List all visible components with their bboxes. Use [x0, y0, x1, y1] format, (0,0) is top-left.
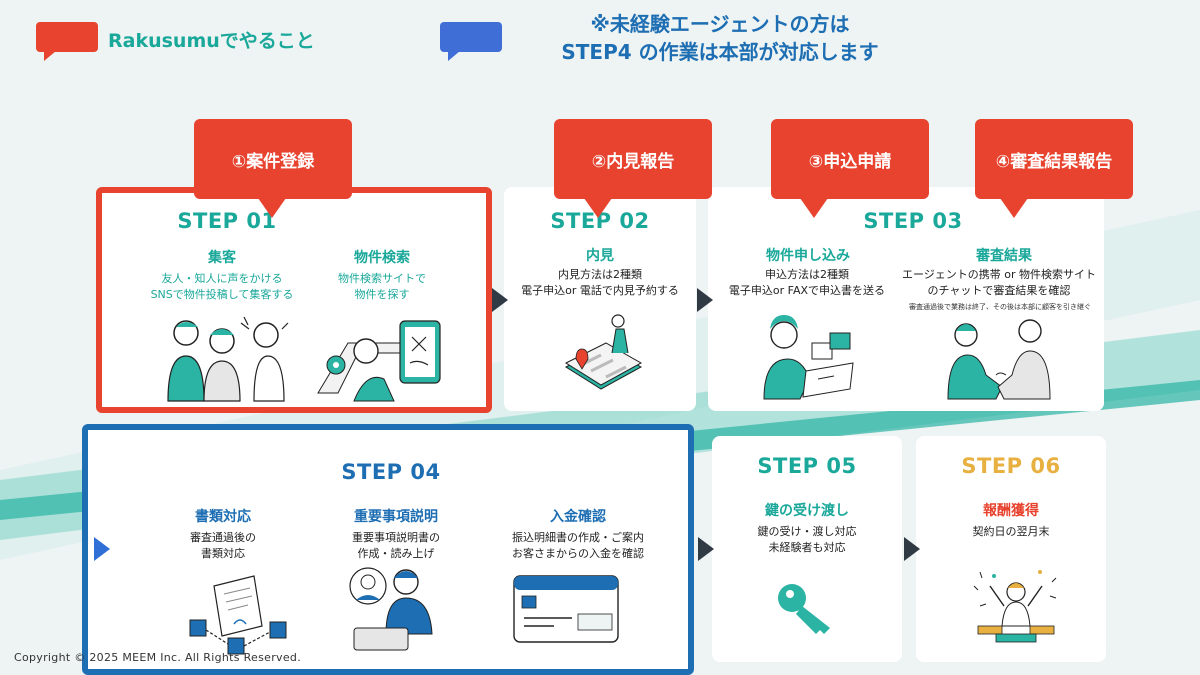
step-04-item-3-title: 入金確認 [550, 509, 606, 525]
step-03-item-1-desc-line-2: 電子申込or FAXで申込書を送る [728, 284, 886, 297]
step-04-item-2-title: 重要事項説明 [354, 509, 438, 525]
step-04-title: STEP 04 [341, 460, 441, 484]
step-03-card: STEP 03 物件申し込み 申込方法は2種類 電子申込or FAXで申込書を送… [708, 187, 1104, 411]
callout-case-registration-tail [258, 198, 286, 218]
step-02-desc: 内見方法は2種類 電子申込or 電話で内見予約する [508, 267, 692, 299]
copyright-text: Copyright © 2025 MEEM Inc. All Rights Re… [14, 651, 301, 664]
callout-screening-result-report: ④審査結果報告 [975, 119, 1133, 199]
step-02-card: STEP 02 内見 内見方法は2種類 電子申込or 電話で内見予約する [504, 187, 696, 411]
step-05-desc: 鍵の受け・渡し対応 未経験者も対応 [722, 524, 892, 556]
step-03-item-2-desc-line-1: エージェントの携帯 or 物件検索サイト [901, 268, 1097, 281]
documents-illustration [189, 575, 287, 655]
callout-application-request: ③申込申請 [771, 119, 929, 199]
step-04-card: STEP 04 書類対応 審査通過後の 書類対応 重要事項説明 重要事項説明書の… [82, 424, 694, 675]
arrow-step-05-to-06 [904, 537, 920, 561]
step-05-item-title: 鍵の受け渡し [765, 503, 849, 519]
step-06-title: STEP 06 [961, 454, 1061, 478]
step-02-item-title: 内見 [586, 248, 614, 264]
step-03-item-2-title: 審査結果 [976, 248, 1032, 264]
property-search-illustration [317, 320, 441, 402]
step-01-item-2-desc: 物件検索サイトで 物件を探す [312, 271, 452, 303]
note-line-1: ※未経験エージェントの方は [590, 12, 850, 36]
step-03-item-1-desc-line-1: 申込方法は2種類 [765, 268, 849, 281]
step-01-item-1-desc-line-2: SNSで物件投稿して集客する [150, 288, 294, 301]
step-04-item-1-desc: 審査通過後の 書類対応 [158, 530, 288, 562]
step-05-title: STEP 05 [757, 454, 857, 478]
key-icon [778, 584, 830, 634]
arrow-into-step-04 [94, 537, 110, 561]
callout-viewing-report: ②内見報告 [554, 119, 712, 199]
step-01-item-1-desc: 友人・知人に声をかける SNSで物件投稿して集客する [122, 271, 322, 303]
step-02-desc-line-1: 内見方法は2種類 [558, 268, 642, 281]
step-03-item-1-title: 物件申し込み [766, 248, 850, 264]
step-04-item-3-desc-line-1: 振込明細書の作成・ご案内 [512, 531, 644, 544]
step-06-desc: 契約日の翌月末 [972, 525, 1050, 538]
arrow-step-01-to-02 [492, 288, 508, 312]
step-03-item-2-desc-line-2: のチャットで審査結果を確認 [927, 284, 1071, 297]
step-04-item-3-desc-line-2: お客さまからの入金を確認 [512, 547, 644, 560]
step-06-card: STEP 06 報酬獲得 契約日の翌月末 [916, 436, 1106, 662]
step-02-desc-line-2: 電子申込or 電話で内見予約する [521, 284, 679, 297]
rakusumu-legend-bubble [36, 22, 98, 61]
agent-legend-bubble [440, 22, 502, 61]
step-03-title: STEP 03 [863, 209, 963, 233]
callout-screening-result-report-tail [1000, 198, 1028, 218]
callout-application-request-tail [800, 198, 828, 218]
step-04-item-3-desc: 振込明細書の作成・ご案内 お客さまからの入金を確認 [483, 530, 673, 562]
step-03-item-2-note: 審査通過後で業務は終了、その後は本部に顧客を引き継ぐ [909, 303, 1091, 311]
step-04-item-1-title: 書類対応 [195, 509, 251, 525]
step-05-card: STEP 05 鍵の受け渡し 鍵の受け・渡し対応 未経験者も対応 [712, 436, 902, 662]
step-05-desc-line-1: 鍵の受け・渡し対応 [757, 525, 857, 538]
handshake-illustration [947, 319, 1051, 400]
arrow-step-04-to-05 [698, 537, 714, 561]
step-06-item-title: 報酬獲得 [983, 503, 1039, 519]
arrow-step-02-to-03 [697, 288, 713, 312]
callout-case-registration: ①案件登録 [194, 119, 352, 199]
step-01-item-2-desc-line-2: 物件を探す [354, 288, 410, 301]
callout-viewing-report-tail [584, 198, 612, 218]
rakusumu-legend-label: Rakusumuでやること [108, 30, 315, 52]
step-04-item-2-desc-line-1: 重要事項説明書の [352, 531, 440, 544]
viewing-map-illustration [564, 314, 643, 390]
bank-card-illustration [513, 575, 619, 643]
step-03-item-1-desc: 申込方法は2種類 電子申込or FAXで申込書を送る [712, 267, 902, 299]
step-05-desc-line-2: 未経験者も対応 [768, 541, 846, 554]
inexperienced-agent-note: ※未経験エージェントの方は STEP4 の作業は本部が対応します [520, 10, 920, 66]
note-line-2: STEP4 の作業は本部が対応します [561, 40, 879, 64]
explanation-illustration [349, 567, 433, 651]
step-01-item-1-desc-line-1: 友人・知人に声をかける [161, 272, 283, 285]
step-01-item-1-title: 集客 [208, 250, 236, 266]
step-01-item-2-title: 物件検索 [354, 250, 410, 266]
step-04-item-1-desc-line-1: 審査通過後の [190, 531, 256, 544]
step-03-item-2-desc: エージェントの携帯 or 物件検索サイト のチャットで審査結果を確認 [896, 267, 1102, 299]
step-01-item-2-desc-line-1: 物件検索サイトで [338, 272, 426, 285]
step-04-item-2-desc-line-2: 作成・読み上げ [357, 547, 435, 560]
step-04-item-1-desc-line-2: 書類対応 [201, 547, 245, 560]
people-gathering-illustration [167, 316, 289, 402]
application-form-illustration [763, 315, 854, 400]
reward-celebration-illustration [973, 570, 1057, 643]
step-01-card: STEP 01 集客 友人・知人に声をかける SNSで物件投稿して集客する 物件… [96, 187, 492, 413]
step-04-item-2-desc: 重要事項説明書の 作成・読み上げ [316, 530, 476, 562]
